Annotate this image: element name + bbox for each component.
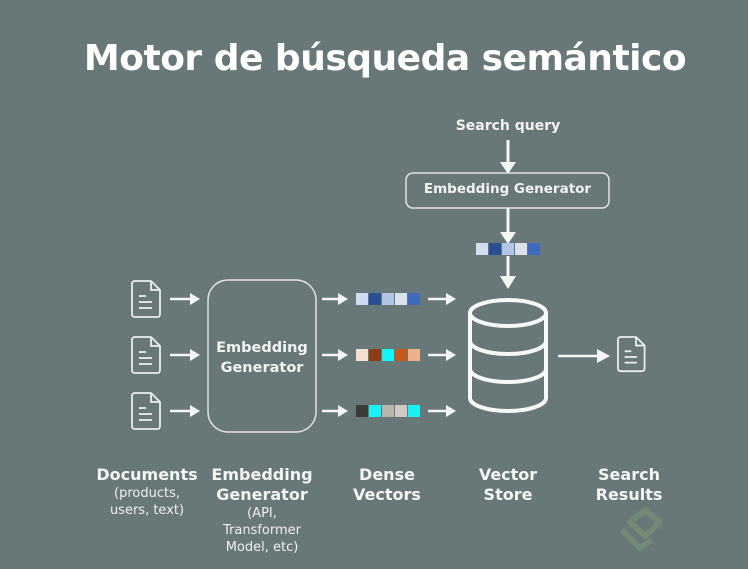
document-icon	[131, 280, 161, 318]
caption-subtitle: Transformer	[222, 523, 301, 538]
vector-cell	[408, 349, 420, 361]
arrow-vector-to-store	[428, 293, 456, 305]
vector-cell	[382, 405, 394, 417]
vector-cell	[528, 243, 540, 255]
caption-title: Store	[483, 485, 533, 504]
vector-cell	[356, 405, 368, 417]
query-vector-cells	[476, 243, 540, 255]
search-result-document-icon	[617, 336, 646, 373]
caption-subtitle: Model, etc)	[225, 540, 299, 555]
vector-cell	[356, 293, 368, 305]
vector-cell	[382, 293, 394, 305]
arrow-generator-to-vector	[322, 293, 348, 305]
vector-cell	[369, 293, 381, 305]
vector-cell	[489, 243, 501, 255]
vector-cell	[502, 243, 514, 255]
caption-subtitle: users, text)	[109, 503, 185, 518]
vector-cell	[408, 293, 420, 305]
vector-store-database-icon	[468, 298, 548, 413]
vector-cell	[408, 405, 420, 417]
caption-title: Dense	[359, 465, 415, 484]
document-icon	[131, 336, 161, 374]
vector-cell	[395, 405, 407, 417]
arrow-query-to-generator	[500, 140, 516, 174]
embedding-generator-label-line2: Generator	[220, 360, 304, 376]
dense-vector	[356, 405, 420, 417]
vector-cell	[395, 293, 407, 305]
caption-title: Vectors	[353, 485, 421, 504]
caption-subtitle: (products,	[114, 486, 180, 501]
query-embedding-generator-label: Embedding Generator	[423, 181, 592, 197]
page-title: Motor de búsqueda semántico	[83, 38, 687, 79]
arrow-document-to-generator	[170, 349, 200, 361]
arrow-query-vector-to-store	[500, 256, 516, 289]
embedding-generator-label: Embedding Generator	[208, 338, 316, 378]
vector-cell	[382, 349, 394, 361]
arrow-document-to-generator	[170, 405, 200, 417]
vector-cell	[369, 349, 381, 361]
document-icon	[131, 392, 161, 430]
vector-cell	[356, 349, 368, 361]
arrow-vector-to-store	[428, 405, 456, 417]
caption-title: Search	[598, 465, 660, 484]
arrow-generator-to-vector	[322, 349, 348, 361]
query-vector	[476, 243, 540, 255]
dense-vector	[356, 293, 420, 305]
arrow-generator-to-vector	[322, 405, 348, 417]
vector-cell	[515, 243, 527, 255]
caption-subtitle: (API,	[247, 506, 277, 521]
arrow-document-to-generator	[170, 293, 200, 305]
caption-0: Documents (products, users, text)	[77, 465, 217, 519]
arrow-generator-to-query-vector	[500, 208, 516, 244]
embedding-generator-label-line1: Embedding	[216, 340, 308, 356]
vector-cell	[369, 405, 381, 417]
arrow-store-to-results	[558, 349, 610, 363]
embedding-generator-box	[207, 279, 317, 433]
caption-title: Generator	[216, 485, 308, 504]
vector-cell	[395, 349, 407, 361]
vector-cell	[476, 243, 488, 255]
watermark-logo-icon	[619, 507, 663, 551]
caption-title: Vector	[478, 465, 538, 484]
caption-title: Results	[595, 485, 663, 504]
caption-title: Documents	[96, 465, 198, 484]
dense-vector	[356, 349, 420, 361]
caption-title: Embedding	[211, 465, 313, 484]
arrow-vector-to-store	[428, 349, 456, 361]
search-query-label: Search query	[455, 118, 561, 134]
